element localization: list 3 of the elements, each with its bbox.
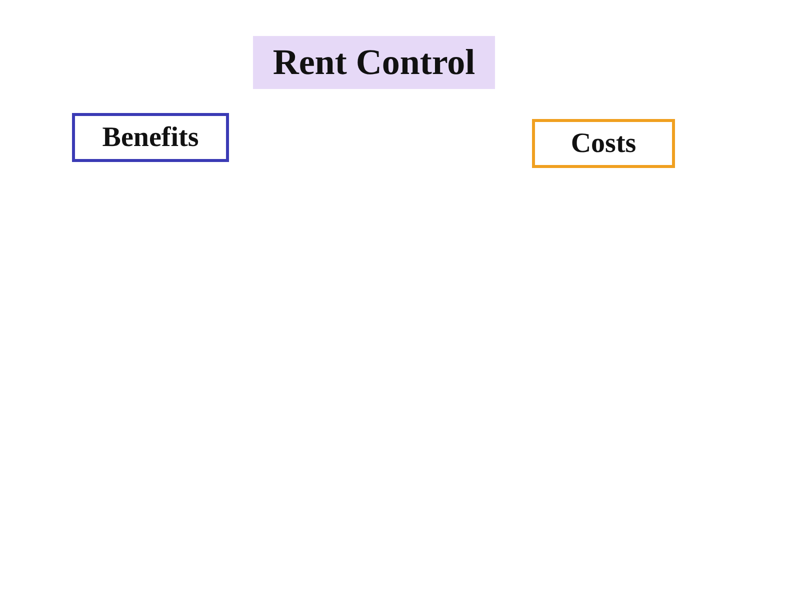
title-banner: Rent Control [253, 36, 495, 89]
category-box: Benefits [72, 113, 229, 162]
category-box: Costs [532, 119, 675, 168]
